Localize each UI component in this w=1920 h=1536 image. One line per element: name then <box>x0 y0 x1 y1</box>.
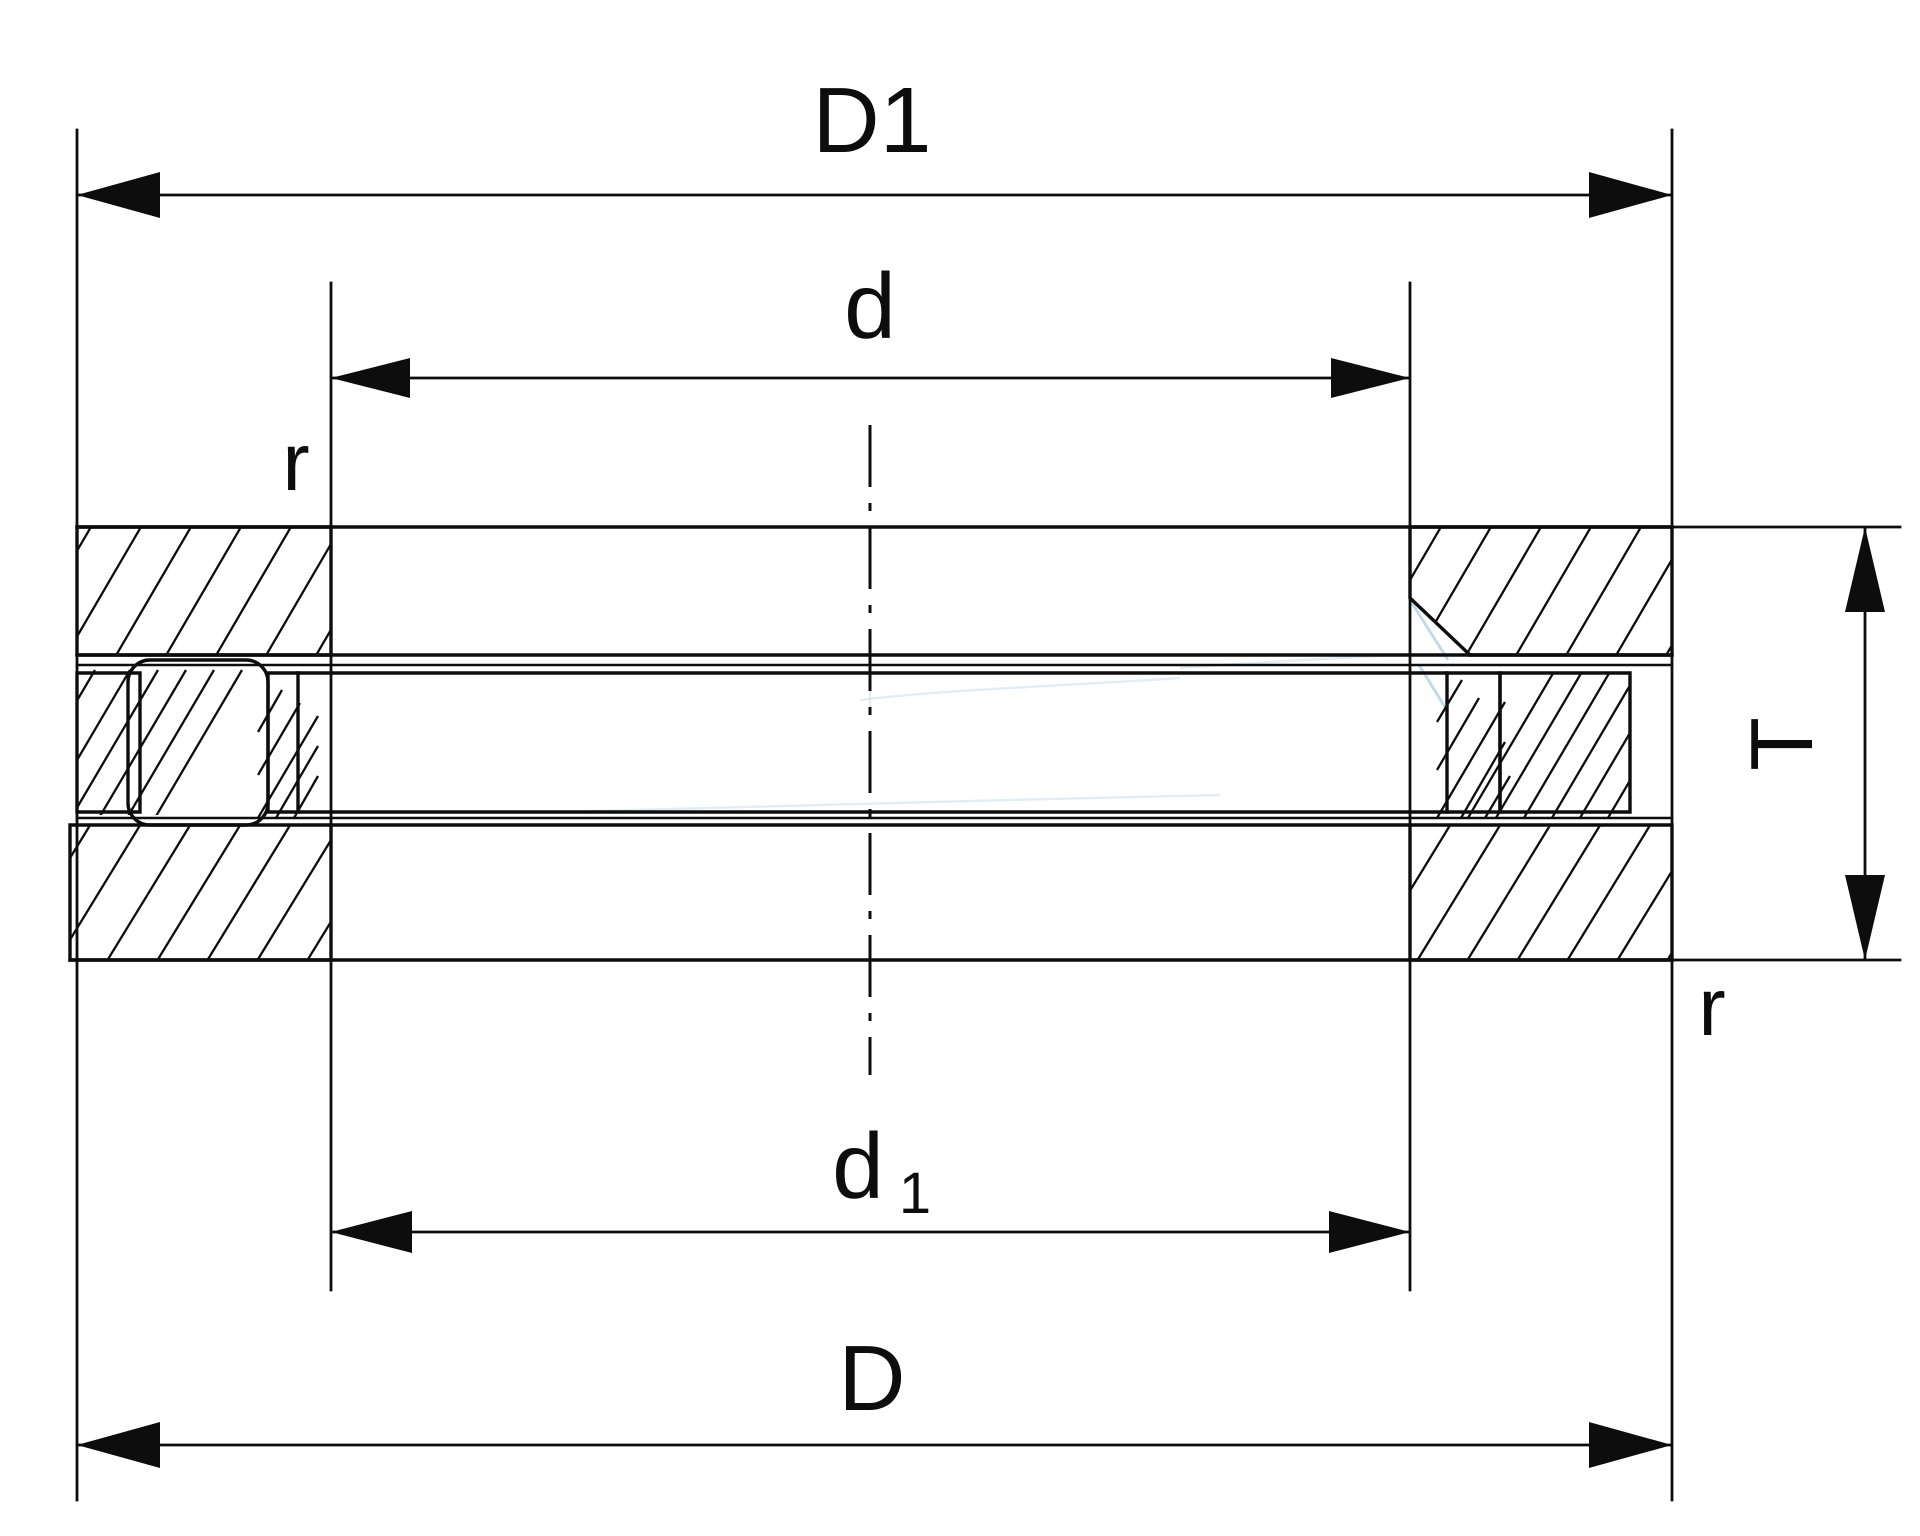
arrowhead-T-top <box>1845 527 1885 612</box>
dimension-d: d <box>331 254 1410 398</box>
arrowhead-d-left <box>331 358 410 398</box>
arrowhead-D-right <box>1589 1422 1672 1468</box>
shaft-washer-right-hatch <box>1410 527 1672 655</box>
cage-left-hatch <box>77 669 243 815</box>
dimension-label-D1: D1 <box>813 68 932 172</box>
housing-washer-left-hatch <box>70 825 331 960</box>
cage-left-web <box>75 671 142 814</box>
housing-washer-right-hatch <box>1410 825 1672 960</box>
dimension-D1: D1 <box>77 68 1672 218</box>
arrowhead-d1-left <box>331 1211 412 1253</box>
roller-cage-component <box>75 658 1674 827</box>
cage-roller-right-hatch <box>257 689 319 819</box>
dimension-label-D: D <box>838 1326 905 1430</box>
dimension-T: T <box>1732 527 1885 960</box>
watermark-overlay <box>559 599 1450 814</box>
housing-washer-right-outline <box>1408 823 1674 962</box>
cage-far-right-web <box>1498 671 1632 814</box>
housing-washer-left-outline <box>68 823 333 962</box>
dimension-label-r-bottom: r <box>1698 962 1725 1053</box>
shaft-washer-component <box>75 525 1674 657</box>
cage-right-web-hatch <box>1436 679 1511 819</box>
cage-far-right-hatch <box>1454 672 1630 818</box>
dimension-label-d1-subscript: 1 <box>899 1161 931 1226</box>
dimension-label-d: d <box>844 254 896 358</box>
shaft-washer-left-hatch <box>77 527 331 655</box>
housing-washer-component <box>68 823 1674 962</box>
shaft-washer-right-outline <box>1408 525 1674 657</box>
dimension-r-bottom: r <box>1698 962 1725 1053</box>
dimension-d1: d 1 <box>331 1114 1410 1253</box>
arrowhead-D-left <box>77 1422 160 1468</box>
dimension-label-r-top: r <box>282 417 309 508</box>
arrowhead-D1-right <box>1589 172 1672 218</box>
arrowhead-T-bottom <box>1845 875 1885 960</box>
dimension-r-top: r <box>282 417 309 508</box>
arrowhead-D1-left <box>77 172 160 218</box>
arrowhead-d-right <box>1331 358 1410 398</box>
arrowhead-d1-right <box>1329 1211 1410 1253</box>
extension-lines-group <box>75 128 1902 1502</box>
dimension-D: D <box>77 1326 1672 1468</box>
dimension-label-d1-main: d <box>832 1114 884 1218</box>
dimension-label-T: T <box>1732 717 1831 771</box>
